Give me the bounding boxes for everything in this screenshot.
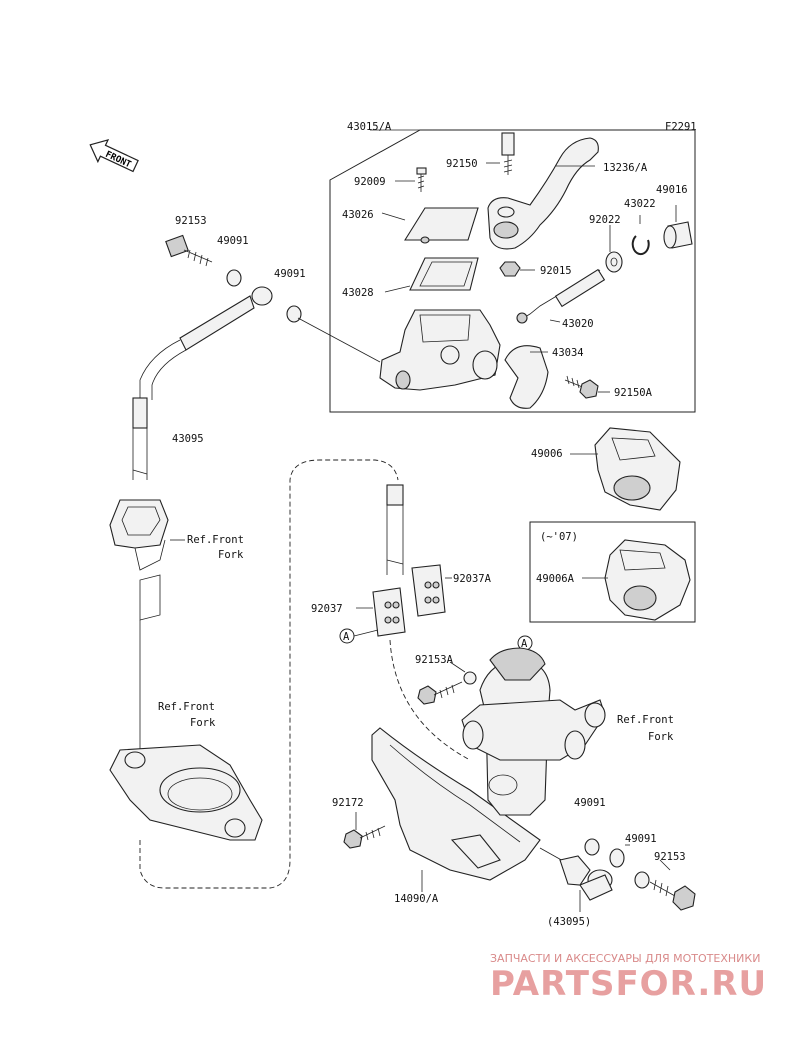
pivot-bolt xyxy=(501,132,515,175)
hose-guide-top xyxy=(109,499,169,571)
label-43095: 43095 xyxy=(172,433,204,445)
label-92153-top: 92153 xyxy=(175,215,207,227)
label-43015A: 43015/A xyxy=(347,121,392,133)
label-92015: 92015 xyxy=(540,265,572,277)
washer-bottom-3 xyxy=(634,871,650,889)
clip-92037A xyxy=(411,564,446,617)
clip-92037 xyxy=(372,587,406,637)
banjo-fitting-bottom xyxy=(539,847,613,901)
variant-box xyxy=(529,521,696,623)
center-hose xyxy=(386,484,404,575)
washer-bottom-2 xyxy=(609,848,625,868)
reservoir-cap xyxy=(404,207,479,241)
label-13236A: 13236/A xyxy=(603,162,648,174)
fork-leg xyxy=(461,647,606,816)
label-92037: 92037 xyxy=(311,603,343,615)
washer-92022 xyxy=(605,251,623,273)
route-outline xyxy=(139,459,399,889)
label-49091-mid: 49091 xyxy=(574,797,606,809)
clamp-bolt xyxy=(564,375,599,399)
front-arrow-icon: FRONT xyxy=(89,138,139,173)
diagram-code: F2291 xyxy=(665,121,697,133)
label-mark-a2: A xyxy=(521,638,528,650)
watermark-logo: PARTSFOR.RU xyxy=(490,964,767,1004)
label-92009: 92009 xyxy=(354,176,386,188)
cap-screw xyxy=(416,167,427,192)
washer-top-2 xyxy=(286,305,302,323)
assembly-box xyxy=(329,129,696,413)
label-ref-front-2a: Ref.Front xyxy=(158,701,215,713)
label-92150: 92150 xyxy=(446,158,478,170)
fork-bracket xyxy=(371,727,541,881)
label-43095-paren: (43095) xyxy=(547,916,591,928)
lever-guard-49006A xyxy=(604,539,691,621)
label-43022: 43022 xyxy=(624,198,656,210)
bolt-92172 xyxy=(343,825,386,849)
lever-guard-49006 xyxy=(594,427,681,511)
label-49091-top-1: 49091 xyxy=(217,235,249,247)
label-92037A: 92037A xyxy=(453,573,492,585)
label-ref-front-3a: Ref.Front xyxy=(617,714,674,726)
master-cylinder-body xyxy=(379,309,501,391)
bolt-92153A xyxy=(417,671,477,705)
label-49006A: 49006A xyxy=(536,573,575,585)
brake-hose xyxy=(132,286,273,480)
pivot-nut xyxy=(499,261,521,277)
label-92150A: 92150A xyxy=(614,387,653,399)
label-14090A: 14090/A xyxy=(394,893,439,905)
washer-top-1 xyxy=(226,269,242,287)
label-43034: 43034 xyxy=(552,347,584,359)
washer-bottom-1 xyxy=(584,838,600,856)
label-ref-front-1a: Ref.Front xyxy=(187,534,244,546)
label-49016: 49016 xyxy=(656,184,688,196)
label-92153-bot: 92153 xyxy=(654,851,686,863)
piston-spring xyxy=(516,268,606,324)
label-ref-front-2b: Fork xyxy=(190,717,216,729)
label-note-07: (~'07) xyxy=(540,531,578,543)
banjo-bolt-bottom xyxy=(649,879,696,911)
clamp-43034 xyxy=(504,345,549,409)
diaphragm xyxy=(409,257,479,291)
label-mark-a1: A xyxy=(343,631,350,643)
label-49091-top-2: 49091 xyxy=(274,268,306,280)
label-92172: 92172 xyxy=(332,797,364,809)
watermark-tagline: ЗАПЧАСТИ И АКСЕССУАРЫ ДЛЯ МОТОТЕХНИКИ xyxy=(490,952,760,965)
label-43020: 43020 xyxy=(562,318,594,330)
label-ref-front-1b: Fork xyxy=(218,549,244,561)
label-43028: 43028 xyxy=(342,287,374,299)
fork-clamp-lower xyxy=(109,744,263,841)
banjo-bolt-top xyxy=(165,234,213,267)
circlip xyxy=(631,235,650,256)
label-92153A: 92153A xyxy=(415,654,454,666)
label-49091-bot: 49091 xyxy=(625,833,657,845)
label-49006: 49006 xyxy=(531,448,563,460)
label-43026: 43026 xyxy=(342,209,374,221)
label-92022: 92022 xyxy=(589,214,621,226)
label-ref-front-3b: Fork xyxy=(648,731,674,743)
